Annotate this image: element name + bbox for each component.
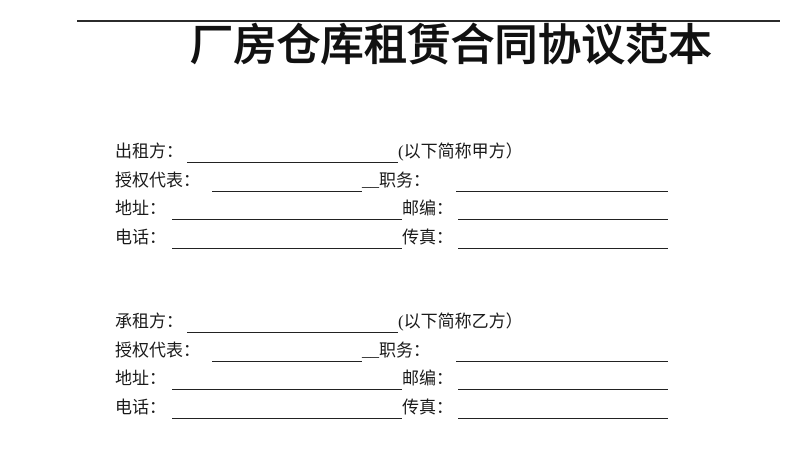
representative-blank-field[interactable] <box>212 360 362 362</box>
lessor-address-row: 地址： 邮编： <box>115 195 715 224</box>
lessor-name-blank-field[interactable] <box>187 162 398 163</box>
lessee-name-blank-field[interactable] <box>187 332 398 333</box>
phone-label: 电话： <box>115 227 166 247</box>
lessor-label: 出租方： <box>115 142 183 161</box>
lessor-phone-row: 电话： 传真： <box>115 224 715 253</box>
fax-blank-field[interactable] <box>458 247 668 249</box>
phone-blank-field[interactable] <box>172 247 402 249</box>
address-blank-field[interactable] <box>172 219 402 220</box>
postcode-blank-field[interactable] <box>458 389 668 390</box>
lessor-name-row: 出租方： (以下简称甲方） <box>115 138 715 167</box>
party-b-alias-text: (以下简称乙方） <box>398 312 523 331</box>
lessor-representative-row: 授权代表： __职务： <box>115 167 715 196</box>
lessee-address-row: 地址： 邮编： <box>115 365 715 394</box>
position-label: __职务： <box>362 340 430 360</box>
address-blank-field[interactable] <box>172 389 402 390</box>
phone-blank-field[interactable] <box>172 417 402 419</box>
postcode-blank-field[interactable] <box>458 219 668 220</box>
document-title: 厂房仓库租赁合同协议范本 <box>190 23 712 70</box>
party-a-alias-text: (以下简称甲方） <box>398 142 523 161</box>
party-a-block: 出租方： (以下简称甲方） 授权代表： __职务： 地址： 邮编： 电话： 传真… <box>115 138 715 252</box>
party-b-block: 承租方： (以下简称乙方） 授权代表： __职务： 地址： 邮编： 电话： 传真… <box>115 308 715 422</box>
representative-label: 授权代表： <box>115 170 200 190</box>
lessee-representative-row: 授权代表： __职务： <box>115 337 715 366</box>
lessee-phone-row: 电话： 传真： <box>115 394 715 423</box>
postcode-label: 邮编： <box>402 199 453 218</box>
phone-label: 电话： <box>115 397 166 417</box>
fax-label: 传真： <box>402 397 453 417</box>
position-blank-field[interactable] <box>456 190 668 192</box>
postcode-label: 邮编： <box>402 369 453 388</box>
position-blank-field[interactable] <box>456 360 668 362</box>
lessee-label: 承租方： <box>115 312 183 331</box>
address-label: 地址： <box>115 199 166 218</box>
address-label: 地址： <box>115 369 166 388</box>
fax-label: 传真： <box>402 227 453 247</box>
position-label: __职务： <box>362 170 430 190</box>
fax-blank-field[interactable] <box>458 417 668 419</box>
representative-blank-field[interactable] <box>212 190 362 192</box>
representative-label: 授权代表： <box>115 340 200 360</box>
top-horizontal-rule <box>77 20 780 22</box>
lessee-name-row: 承租方： (以下简称乙方） <box>115 308 715 337</box>
